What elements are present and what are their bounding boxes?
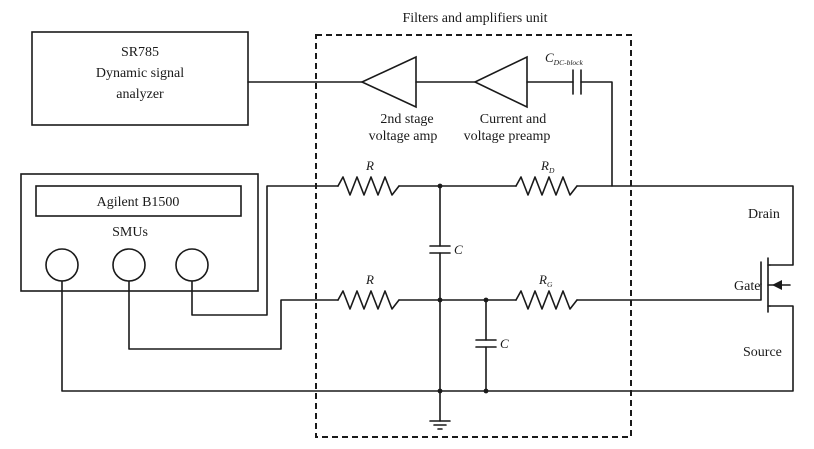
filters-amplifiers-unit-box	[315, 34, 632, 438]
drain-branch: R RD	[191, 158, 794, 316]
unit-title: Filters and amplifiers unit	[402, 11, 547, 26]
analyzer-line1: SR785	[121, 45, 159, 60]
sr785-analyzer: SR785 Dynamic signal analyzer	[31, 31, 249, 126]
junction-gate-line	[483, 297, 489, 303]
rg-sub: G	[547, 280, 553, 289]
analyzer-line3: analyzer	[116, 87, 164, 102]
c-low-label: C	[500, 336, 509, 351]
b1500-name: Agilent B1500	[97, 195, 180, 210]
preamp-line2: voltage preamp	[464, 129, 551, 144]
smu-terminal-2	[112, 248, 146, 282]
junction-ground-line	[483, 388, 489, 394]
smus-label: SMUs	[112, 225, 148, 240]
svg-text:RG: RG	[538, 272, 553, 289]
stage2-voltage-amp: 2nd stage voltage amp	[360, 55, 438, 144]
svg-text:CDC-block: CDC-block	[545, 50, 584, 67]
dc-block-capacitor: CDC-block	[545, 50, 584, 95]
middle-capacitor: C	[429, 185, 463, 301]
mosfet-transistor	[760, 257, 791, 313]
junction-top	[437, 183, 443, 189]
gate-label: Gate	[734, 279, 760, 294]
rd-sub: D	[548, 166, 555, 175]
source-ground-line	[61, 280, 794, 422]
b1500-name-box	[35, 185, 242, 217]
rg-label: R	[538, 272, 547, 287]
r-top-label: R	[365, 158, 374, 173]
svg-text:RD: RD	[540, 158, 555, 175]
rd-label: R	[540, 158, 549, 173]
mosfet-arrow	[772, 280, 782, 290]
analyzer-line2: Dynamic signal	[96, 66, 184, 81]
ground-symbol	[429, 420, 451, 430]
drain-label: Drain	[748, 207, 780, 222]
c-block-sub: DC-block	[553, 58, 584, 67]
source-label: Source	[743, 345, 782, 360]
preamp-line1: Current and	[480, 112, 546, 127]
smu-terminal-3	[175, 248, 209, 282]
c-mid-label: C	[454, 242, 463, 257]
smu-terminal-1	[45, 248, 79, 282]
junction-mid	[437, 297, 443, 303]
signal-chain-wires	[247, 81, 613, 187]
current-voltage-preamp: Current and voltage preamp	[464, 55, 551, 144]
c-block-label: C	[545, 50, 554, 65]
gate-branch: R RG	[128, 272, 762, 350]
stage2-line2: voltage amp	[369, 129, 438, 144]
r-bottom-label: R	[365, 272, 374, 287]
stage2-line1: 2nd stage	[380, 112, 433, 127]
junction-ground-center	[437, 388, 443, 394]
low-capacitor: C	[475, 299, 509, 392]
agilent-b1500: Agilent B1500 SMUs	[20, 173, 259, 292]
